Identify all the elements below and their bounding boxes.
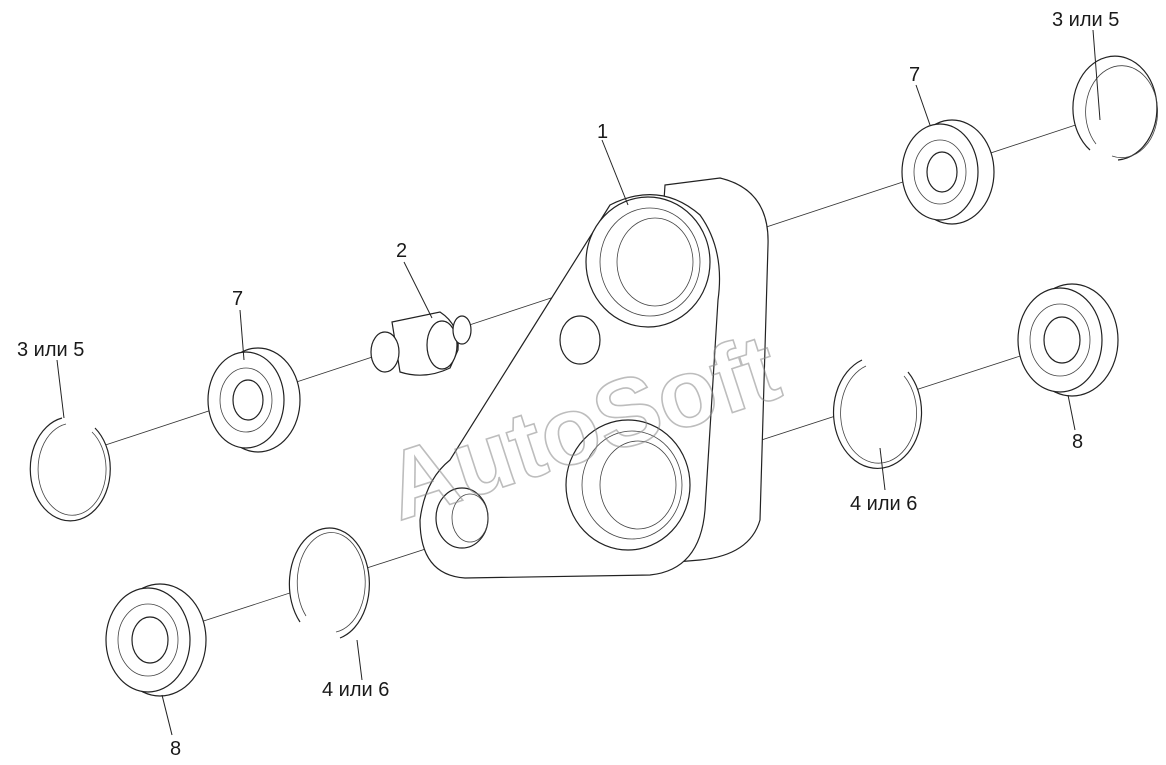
- callout-part-7-top: 7: [909, 64, 920, 86]
- bracket-part-1: [419, 177, 769, 579]
- snap-ring-3-5-left: [29, 417, 111, 522]
- bracket-small-hole-bottom-inner: [451, 493, 489, 543]
- fitting-rear-end: [452, 315, 472, 345]
- snap-ring-3-5-top-right: [1072, 55, 1159, 161]
- bracket-upper-bore-inner: [616, 217, 694, 307]
- bracket-lower-bore-inner: [599, 440, 677, 530]
- bearing-7-upper-right: [901, 119, 995, 225]
- snap-ring-4-6-right: [832, 359, 923, 469]
- bearing-8-bottom: [105, 583, 207, 697]
- callout-part-8-right: 8: [1072, 431, 1083, 453]
- callout-part-7-left: 7: [232, 288, 243, 310]
- bracket-upper-bore-outer: [585, 196, 711, 328]
- leader-lines: [56, 29, 1101, 736]
- fitting-front-face: [370, 331, 400, 373]
- fitting-hex-face: [426, 320, 458, 370]
- bearing-7-left: [207, 347, 301, 453]
- bracket-lower-bore-outer: [565, 419, 691, 551]
- fitting-part-2: [370, 311, 472, 376]
- snap-ring-4-6-bottom: [288, 527, 370, 639]
- bracket-lower-bore-ring: [581, 430, 683, 540]
- bearing-8-right: [1017, 283, 1119, 397]
- callout-part-8-bottom: 8: [170, 738, 181, 760]
- callout-part-1: 1: [597, 121, 608, 143]
- callout-labels: 1 2 7 3 или 5 7 3 или 5 4 или 6 4 или 6 …: [17, 9, 1119, 760]
- callout-part-3-or-5-left: 3 или 5: [17, 339, 84, 361]
- callout-part-2: 2: [396, 240, 407, 262]
- callout-part-4-or-6-right: 4 или 6: [850, 493, 917, 515]
- callout-part-3-or-5-top: 3 или 5: [1052, 9, 1119, 31]
- callout-part-4-or-6-bottom: 4 или 6: [322, 679, 389, 701]
- bracket-small-hole-top: [559, 315, 601, 365]
- bracket-upper-bore-ring: [599, 207, 701, 317]
